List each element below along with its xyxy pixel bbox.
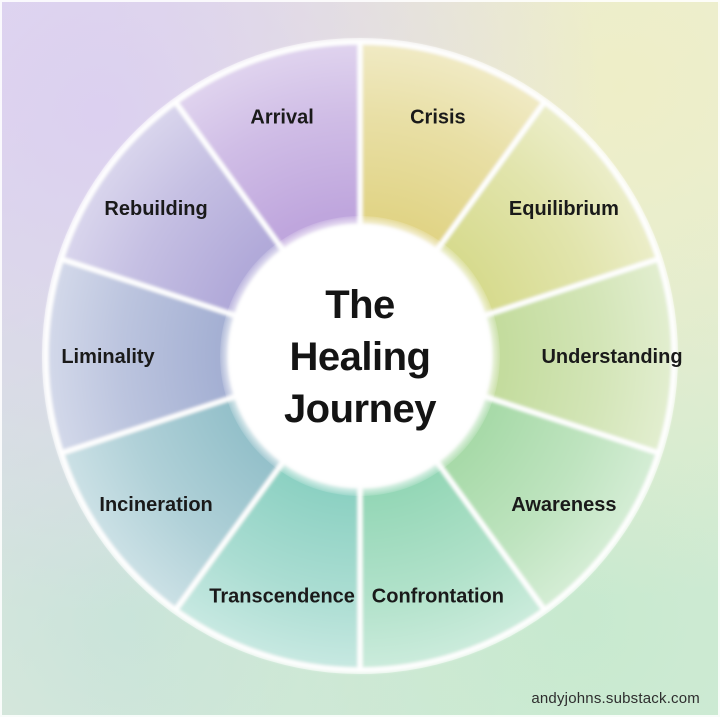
wheel-labels: CrisisEquilibriumUnderstandingAwarenessC…: [61, 106, 682, 607]
wheel-segment-label: Confrontation: [372, 586, 504, 608]
wheel-segment-label: Understanding: [541, 346, 682, 368]
attribution-url[interactable]: andyjohns.substack.com: [531, 690, 700, 707]
wheel-segment-label: Incineration: [99, 494, 212, 516]
wheel-segment-label: Awareness: [511, 494, 616, 516]
wheel-segment-label: Liminality: [61, 346, 155, 368]
wheel-segment-label: Transcendence: [209, 586, 355, 608]
wheel-segment-label: Equilibrium: [509, 198, 619, 220]
wheel-segment-label: Crisis: [410, 106, 466, 128]
wheel-center-title: The Healing Journey: [283, 283, 437, 431]
wheel-segment-label: Rebuilding: [104, 198, 207, 220]
wheel-center-circle: [220, 216, 500, 496]
wheel-segment-label: Arrival: [250, 106, 313, 128]
